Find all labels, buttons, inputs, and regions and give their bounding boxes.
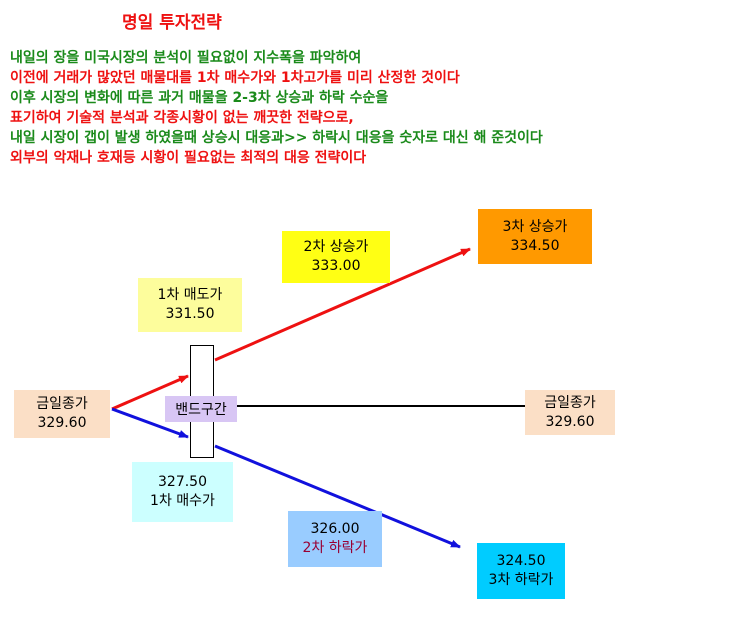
fall2-value: 326.00 bbox=[310, 521, 360, 537]
fall3-box: 324.50 3차 하락가 bbox=[477, 543, 565, 599]
close-price-left-box: 금일종가 329.60 bbox=[14, 390, 110, 438]
buy1-value: 327.50 bbox=[158, 474, 207, 490]
up-arrow-to-rise3 bbox=[214, 247, 471, 362]
description-line-6: 외부의 악재나 호재등 시황이 필요없는 최적의 대응 전략이다 bbox=[10, 150, 367, 166]
down-arrow-to-fall3 bbox=[214, 444, 461, 549]
up-arrow-to-band bbox=[111, 374, 189, 411]
description-line-3: 이후 시장의 변화에 따른 과거 매물을 2-3차 상승과 하락 수순을 bbox=[10, 90, 389, 106]
rise3-value: 334.50 bbox=[510, 237, 560, 254]
rise2-label: 2차 상승가 bbox=[303, 239, 369, 255]
description-line-5: 내일 시장이 갭이 발생 하였을때 상승시 대응과>> 하락시 대응을 숫자로 … bbox=[10, 130, 543, 146]
fall3-value: 324.50 bbox=[496, 553, 546, 569]
rise3-box: 3차 상승가 334.50 bbox=[478, 209, 592, 264]
fall2-box: 326.00 2차 하락가 bbox=[288, 511, 382, 567]
fall3-label: 3차 하락가 bbox=[488, 572, 554, 588]
down-arrow-to-band bbox=[111, 407, 189, 439]
fall2-label: 2차 하락가 bbox=[302, 540, 368, 556]
rise2-value: 333.00 bbox=[311, 258, 361, 274]
sell1-value: 331.50 bbox=[165, 306, 215, 322]
rise2-box: 2차 상승가 333.00 bbox=[282, 231, 390, 283]
description-line-1: 내일의 장을 미국시장의 분석이 필요없이 지수폭을 파악하여 bbox=[10, 50, 362, 66]
buy1-label: 1차 매수가 bbox=[150, 493, 215, 509]
close-right-value: 329.60 bbox=[545, 413, 595, 430]
sell1-label: 1차 매도가 bbox=[157, 287, 223, 303]
close-price-right-box: 금일종가 329.60 bbox=[525, 390, 615, 435]
page-title: 명일 투자전략 bbox=[122, 13, 222, 33]
close-left-value: 329.60 bbox=[37, 415, 87, 431]
rise3-label: 3차 상승가 bbox=[502, 218, 568, 235]
buy1-box: 327.50 1차 매수가 bbox=[132, 462, 233, 522]
band-range-label: 밴드구간 bbox=[165, 396, 237, 422]
sell1-box: 1차 매도가 331.50 bbox=[138, 278, 242, 332]
description-line-4: 표기하여 기술적 분석과 각종시황이 없는 깨끗한 전략으로, bbox=[10, 110, 354, 126]
close-right-label: 금일종가 bbox=[544, 394, 596, 411]
description-line-2: 이전에 거래가 많았던 매물대를 1차 매수가와 1차고가를 미리 산정한 것이… bbox=[10, 70, 460, 86]
close-left-label: 금일종가 bbox=[36, 396, 88, 412]
